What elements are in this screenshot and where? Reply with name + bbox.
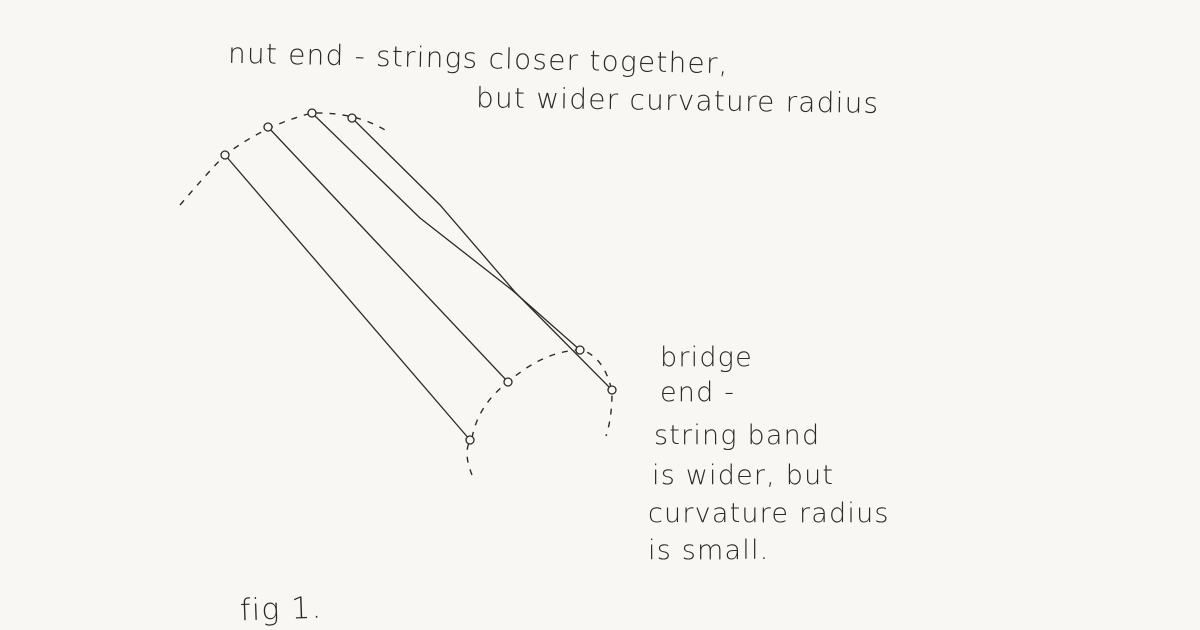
nut-hole-3 — [307, 108, 317, 118]
bridge-arc — [466, 349, 613, 476]
bridge-hole-4 — [607, 385, 617, 395]
bridge-hole-3 — [575, 345, 585, 355]
bridge-hole-2 — [503, 377, 513, 387]
bridge-note-line-6: is small. — [648, 535, 770, 566]
bridge-note-line-1: bridge — [660, 342, 753, 373]
bridge-note-line-2: end - — [660, 377, 736, 408]
bridge-note-line-5: curvature radius — [648, 498, 890, 529]
bridge-note-line-4: is wider, but — [652, 460, 835, 491]
bridge-note-line-3: string band — [654, 420, 821, 451]
nut-hole-1 — [220, 150, 230, 160]
nut-arc — [179, 112, 386, 206]
string-1 — [224, 154, 471, 441]
nut-note-line-2: but wider curvature radius — [475, 81, 880, 120]
string-3 — [311, 112, 581, 351]
bridge-hole-1 — [465, 435, 475, 445]
nut-hole-4 — [347, 113, 357, 123]
string-4 — [351, 117, 613, 391]
figure-label: fig 1. — [239, 590, 323, 629]
string-2 — [267, 126, 509, 383]
nut-hole-2 — [263, 122, 273, 132]
